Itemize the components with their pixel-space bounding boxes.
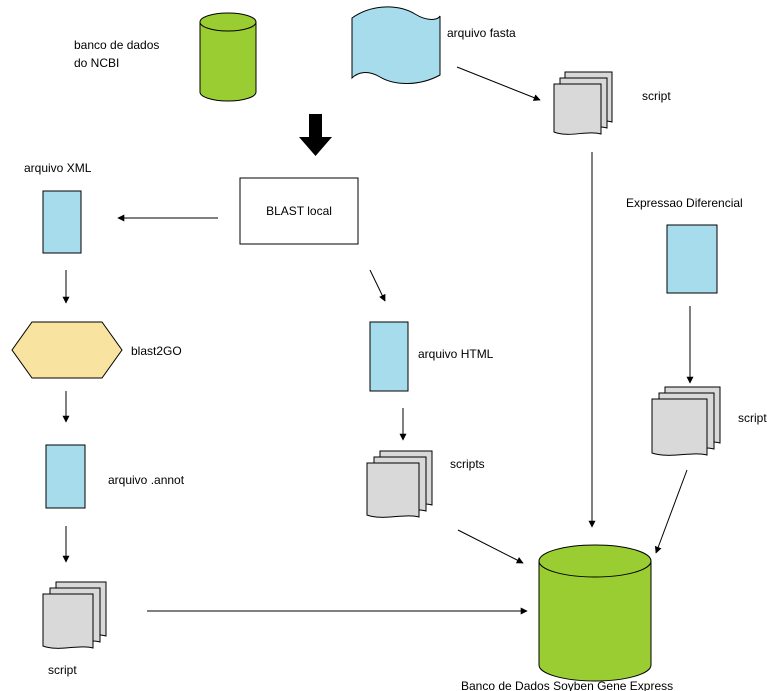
arrow-blast-to-html [369,269,386,302]
ncbi-db-label-line1: banco de dados [74,38,159,52]
blast-local-label: BLAST local [266,204,332,218]
scripts-middle-label: scripts [450,457,485,471]
xml-file-label: arquivo XML [24,161,92,175]
soybean-db-label: Banco de Dados Soyben Gene Express [461,679,673,691]
fasta-file-label: arquivo fasta [447,26,516,40]
diff-expression-label: Expressao Diferencial [626,196,743,210]
blast2go-label: blast2GO [131,344,182,358]
ncbi-database [199,12,257,102]
arrow-fasta-to-script [456,66,541,101]
html-file [369,321,409,392]
html-file-label: arquivo HTML [418,347,494,361]
arrow-scripts-to-db [457,529,524,564]
script-right-label: script [738,411,767,425]
script-top-label: script [642,89,671,103]
blast2go-process [11,321,123,379]
fasta-file [351,6,441,84]
script-right [651,386,721,456]
soybean-database [538,544,652,682]
script-bottom-label: script [48,663,77,677]
scripts-middle [366,450,433,518]
script-top [553,71,613,135]
diff-expression-file [666,224,718,294]
blast-local-box [239,177,359,245]
annot-file [45,444,86,509]
ncbi-db-label-line2: do NCBI [74,56,119,70]
xml-file [42,190,82,254]
block-arrow-down [299,114,332,156]
annot-file-label: arquivo .annot [108,473,185,487]
script-bottom [42,581,107,649]
arrow-script-right-to-db [654,469,688,554]
